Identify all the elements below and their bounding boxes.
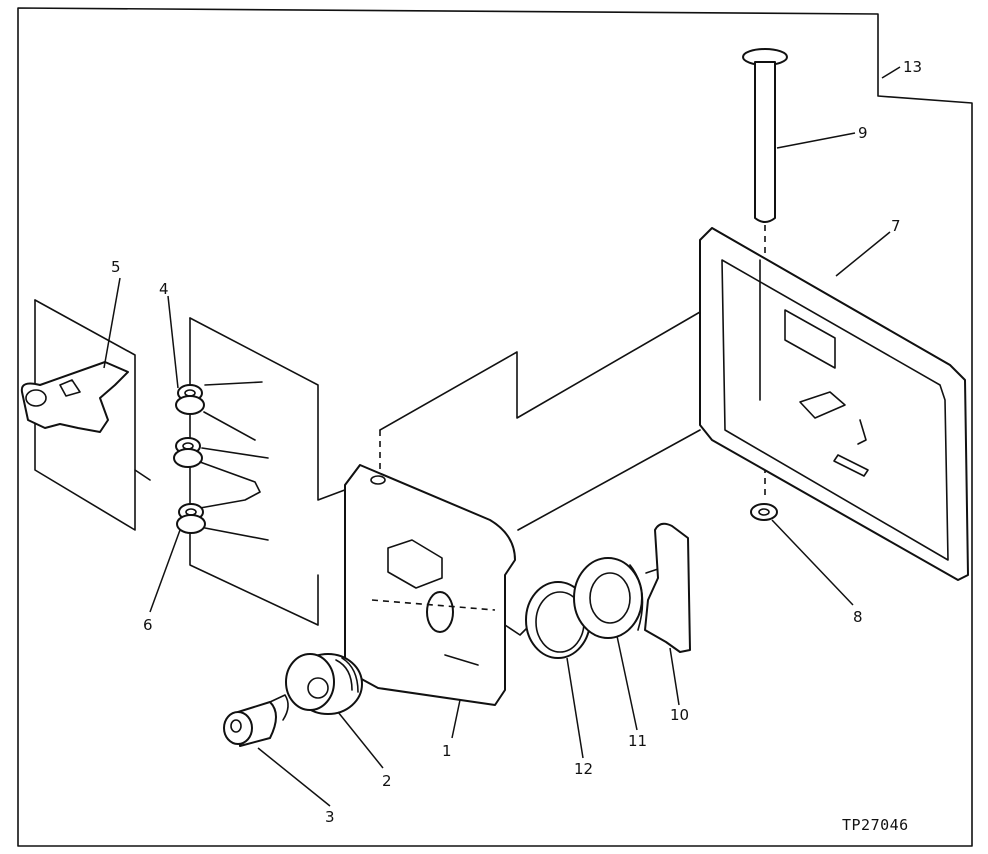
part-1-latch-body [344, 464, 516, 706]
part-10-plate [644, 522, 691, 653]
callout-5: 5 [111, 258, 121, 276]
callout-11: 11 [628, 732, 647, 750]
callout-7: 7 [891, 217, 901, 235]
callout-10: 10 [670, 706, 689, 724]
callout-13: 13 [903, 58, 922, 76]
part-5-lever [20, 361, 129, 433]
part-7-bracket-plate [699, 227, 969, 581]
part-11-nut [573, 557, 644, 639]
part-6-spring [176, 503, 269, 541]
part-3-knob [223, 694, 289, 747]
part-8-clip [750, 503, 778, 521]
callout-leader-lines [103, 66, 901, 807]
callout-9: 9 [858, 124, 868, 142]
callout-1: 1 [442, 742, 452, 760]
figure-reference-code: TP27046 [842, 816, 909, 834]
part-2-bushing [285, 653, 363, 715]
callout-4: 4 [159, 280, 169, 298]
callout-labels: 1 2 3 4 5 6 7 8 9 10 11 12 13 [111, 58, 922, 826]
part-9-pin [742, 48, 788, 223]
callout-6: 6 [143, 616, 153, 634]
callout-3: 3 [325, 808, 335, 826]
part-4-springs [173, 381, 269, 509]
callout-2: 2 [382, 772, 392, 790]
callout-8: 8 [853, 608, 863, 626]
callout-12: 12 [574, 760, 593, 778]
diagram-frame [17, 7, 973, 847]
